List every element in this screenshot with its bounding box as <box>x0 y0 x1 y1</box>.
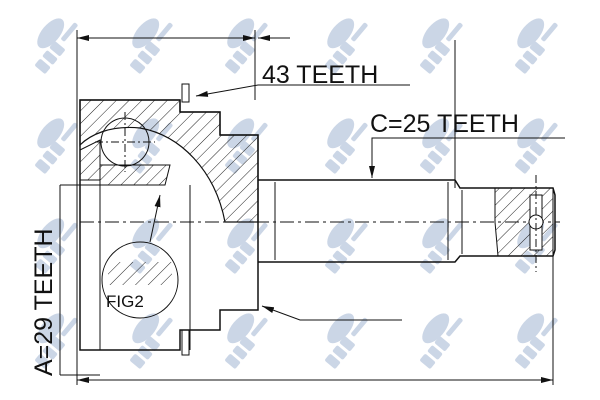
watermark-logo <box>35 313 78 369</box>
watermark-logo <box>420 313 463 369</box>
label-43-teeth: 43 TEETH <box>262 61 378 89</box>
label-c-25-teeth: C=25 TEETH <box>370 110 519 138</box>
watermark-logo <box>325 218 368 274</box>
label-a-29-teeth: A=29 TEETH <box>30 228 58 376</box>
watermark-logo <box>515 18 558 74</box>
watermark-logo <box>225 218 268 274</box>
watermark-logo <box>325 118 368 174</box>
watermark-logo <box>35 118 78 174</box>
technical-drawing <box>59 30 565 385</box>
watermark-logo <box>325 313 368 369</box>
watermark-logo <box>225 313 268 369</box>
watermark-logo <box>325 18 368 74</box>
watermark-logo <box>515 118 558 174</box>
watermark-logo <box>420 18 463 74</box>
watermark-logo <box>515 313 558 369</box>
watermark-logo <box>420 218 463 274</box>
label-fig2: FIG2 <box>106 292 144 311</box>
watermark-logo <box>420 118 463 174</box>
watermark-logo <box>35 218 78 274</box>
watermark-logo <box>130 18 173 74</box>
watermark-logo <box>130 313 173 369</box>
watermark-logo <box>35 18 78 74</box>
